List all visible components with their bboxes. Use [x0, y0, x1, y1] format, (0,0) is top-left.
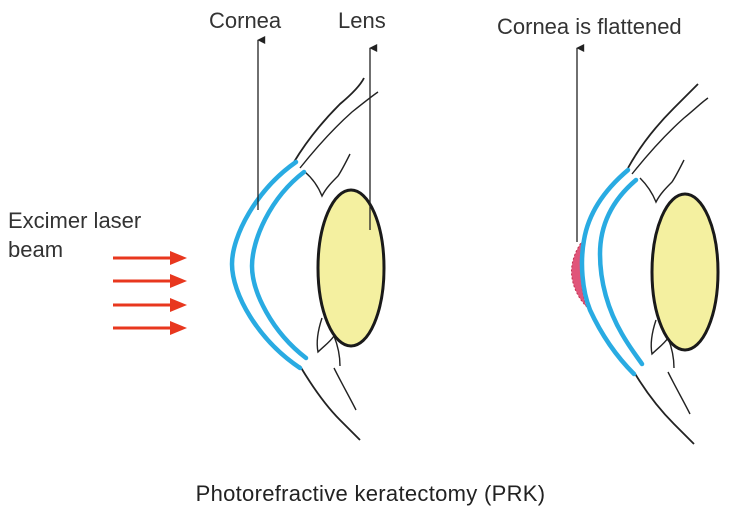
cornea-outer [579, 167, 637, 377]
iris-upper [304, 153, 351, 198]
upper-lid-inner [299, 91, 379, 169]
upper-lid-outline [293, 77, 365, 163]
lower-lid-outline [633, 371, 695, 445]
upper-lid-outline [627, 83, 699, 169]
laser-arrow [113, 274, 187, 288]
laser-arrow [113, 321, 187, 335]
laser-beam-arrows [113, 251, 187, 335]
excimer-laser-label: Excimer laser beam [8, 206, 141, 264]
cornea-flattened-label: Cornea is flattened [497, 14, 682, 39]
lower-lid-inner [667, 371, 691, 415]
excimer-laser-label-line1: Excimer laser [8, 208, 142, 233]
cornea-label: Cornea [209, 8, 282, 33]
cornea-outer [229, 159, 303, 371]
cornea-inner [597, 177, 645, 367]
lens [316, 188, 386, 348]
laser-arrow [113, 298, 187, 312]
lower-lid-outline [299, 365, 361, 441]
figure-caption: Photorefractive keratectomy (PRK) [195, 481, 546, 506]
iris-upper [639, 159, 685, 204]
iris-lower [316, 317, 341, 367]
lens [650, 192, 720, 352]
excimer-laser-label-line2: beam [8, 237, 64, 262]
eye-after [571, 44, 720, 445]
eye-before [229, 36, 386, 441]
lens-label: Lens [338, 8, 386, 33]
cornea-inner [249, 169, 309, 361]
laser-arrow [113, 251, 187, 265]
lower-lid-inner [333, 367, 357, 411]
upper-lid-inner [631, 97, 709, 175]
iris-lower [650, 319, 675, 369]
